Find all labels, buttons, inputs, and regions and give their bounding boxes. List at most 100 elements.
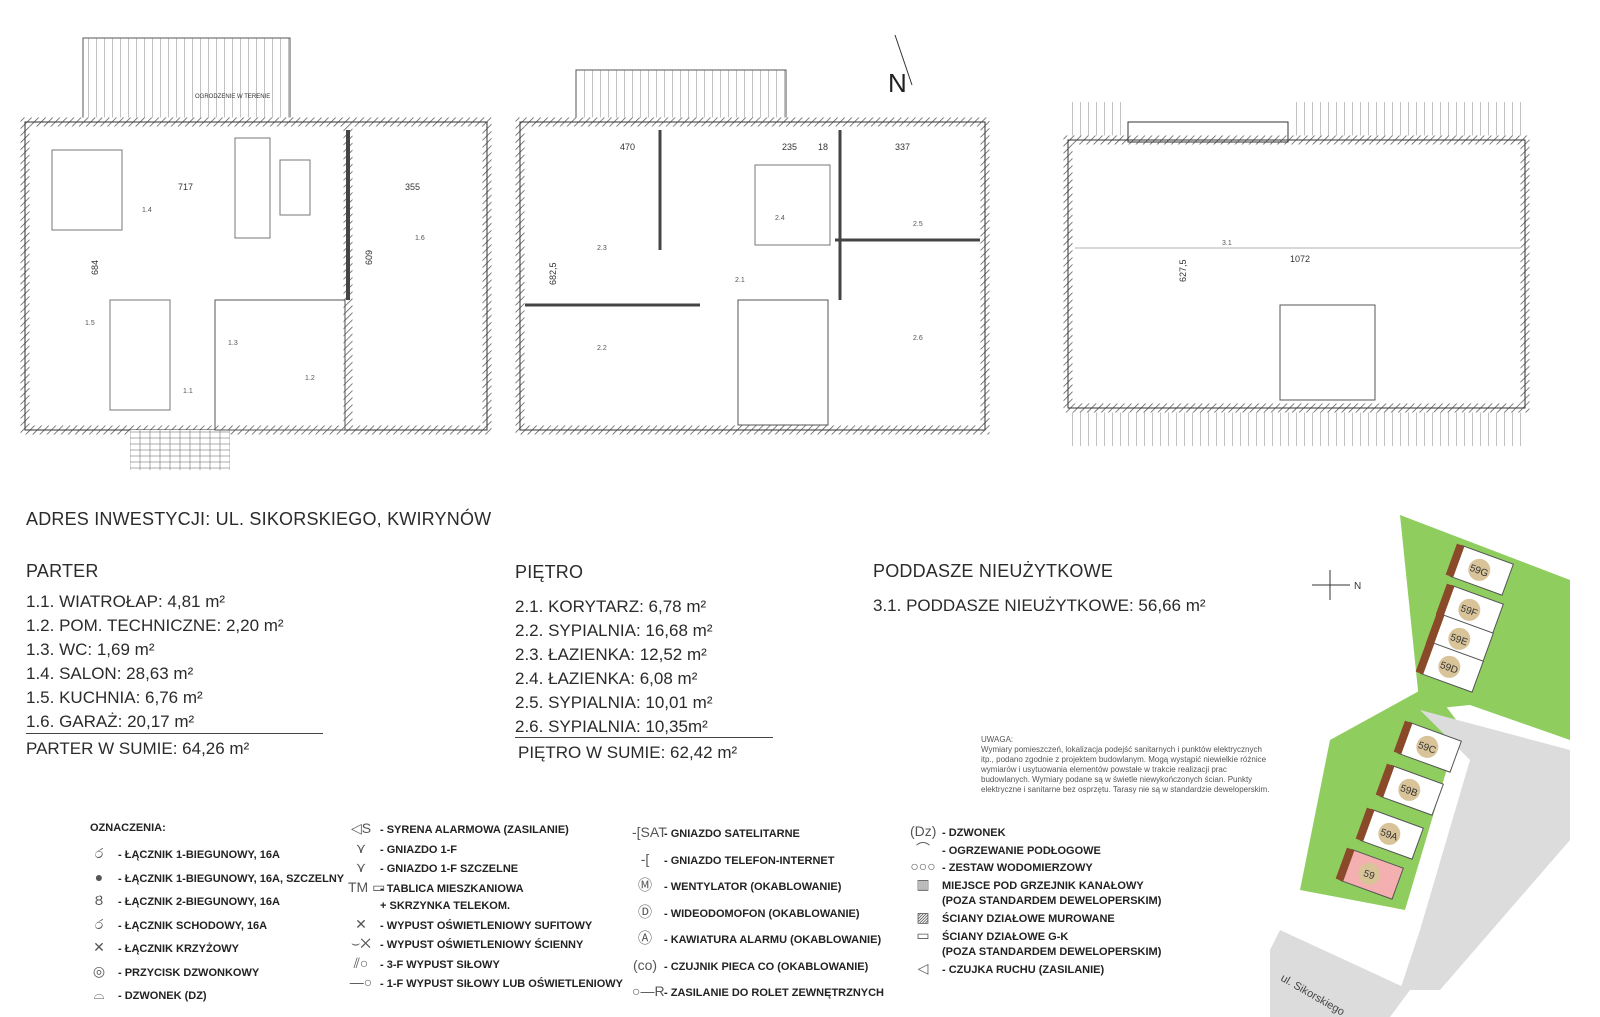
svg-text:1.2: 1.2 xyxy=(305,375,315,382)
svg-text:18: 18 xyxy=(818,142,828,152)
svg-text:1.4: 1.4 xyxy=(142,207,152,214)
legend-symbol-icon: ⌣✕ xyxy=(351,935,371,951)
room-item: 2.6. SYPIALNIA: 10,35m² xyxy=(515,717,708,736)
legend-label: - KAWIATURA ALARMU (OKABLOWANIE) xyxy=(664,934,882,946)
dim-label: 684 xyxy=(90,260,100,275)
legend-item: ◁S- SYRENA ALARMOWA (ZASILANIE) xyxy=(348,820,623,840)
note: UWAGA: Wymiary pomieszczeń, lokalizacja … xyxy=(981,735,1271,795)
room-item: 3.1. PODDASZE NIEUŻYTKOWE: 56,66 m² xyxy=(873,596,1206,615)
legend-item: ○○○- ZESTAW WODOMIERZOWY xyxy=(910,859,1161,877)
pietro-total: PIĘTRO W SUMIE: 62,42 m² xyxy=(518,743,738,762)
legend-symbol-icon: ⋎ xyxy=(355,859,367,875)
legend-symbol-icon: ✕ xyxy=(93,939,105,955)
legend-label: - DZWONEK (DZ) xyxy=(118,990,207,1002)
legend-symbol-icon: Ȣ xyxy=(94,892,104,908)
sofa xyxy=(234,137,271,239)
room-item: 1.5. KUCHNIA: 6,76 m² xyxy=(26,688,203,707)
site-unit: 59C xyxy=(1393,720,1462,773)
legend-symbol-icon: ▭ xyxy=(916,926,930,943)
room-item: 2.5. SYPIALNIA: 10,01 m² xyxy=(515,693,713,712)
legend-item: ● - ŁĄCZNIK 1-BIEGUNOWY, 16A, SZCZELNY xyxy=(86,867,344,891)
legend-item: ⋎ - GNIAZDO 1-F xyxy=(348,840,623,860)
legend-label: - ŁĄCZNIK SCHODOWY, 16A xyxy=(118,919,268,932)
legend-symbol-icon: Ⓓ xyxy=(638,903,652,920)
legend-item: (Dz)- DZWONEK xyxy=(910,823,1161,842)
balcony xyxy=(575,69,787,125)
site-unit-label: 59 xyxy=(1362,868,1377,882)
site-unit: 59D xyxy=(1415,640,1484,693)
legend-item: -[SAT- GNIAZDO SATELITARNE xyxy=(632,820,884,847)
legend-item: ◎- PRZYCISK DZWONKOWY xyxy=(86,961,344,985)
legend-symbol-icon: ○—R xyxy=(632,983,665,999)
legend-label: - ZESTAW WODOMIERZOWY xyxy=(942,862,1093,875)
svg-text:1072: 1072 xyxy=(1290,254,1310,264)
room-item: 1.1. WIATROŁAP: 4,81 m² xyxy=(26,592,226,611)
svg-text:2.4: 2.4 xyxy=(775,215,785,222)
legend-symbol-icon: (co) xyxy=(632,956,658,973)
note-text: Wymiary pomieszczeń, lokalizacja podejść… xyxy=(981,745,1270,794)
room-item: 1.2. POM. TECHNICZNE: 2,20 m² xyxy=(26,616,284,635)
site-unit: 59G xyxy=(1445,543,1514,596)
svg-text:2.3: 2.3 xyxy=(597,245,607,252)
dim-label: 355 xyxy=(405,182,420,192)
legend-item: (POZA STANDARDEM DEWELOPERSKIM) xyxy=(910,894,1161,910)
legend-label: - CZUJKA RUCHU (ZASILANIE) xyxy=(942,963,1105,976)
room-item: 1.4. SALON: 28,63 m² xyxy=(26,664,194,683)
svg-text:2.6: 2.6 xyxy=(913,335,923,342)
legend-label: + SKRZYNKA TELEKOM. xyxy=(380,900,511,912)
legend-label: - ŁĄCZNIK KRZYŻOWY xyxy=(118,943,239,955)
site-plan: ul. Sikorskiego N 59G59F59E59D59C59B59A5… xyxy=(1270,515,1570,1017)
legend-symbol-icon: ⋎ xyxy=(355,839,367,856)
svg-text:1.6: 1.6 xyxy=(415,235,425,242)
room-item: 1.3. WC: 1,69 m² xyxy=(26,640,155,659)
room-item: 2.1. KORYTARZ: 6,78 m² xyxy=(515,597,707,616)
svg-text:2.2: 2.2 xyxy=(597,345,607,352)
legend-item: ⌓ - DZWONEK (DZ) xyxy=(86,984,344,1008)
legend-item: ⌒- OGRZEWANIE PODŁOGOWE xyxy=(910,841,1161,860)
room-item: 2.3. ŁAZIENKA: 12,52 m² xyxy=(515,645,707,664)
legend-label: - ZASILANIE DO ROLET ZEWNĘTRZNYCH xyxy=(664,987,884,999)
site-road xyxy=(1400,710,1570,990)
first-floor-plan: 470 235 18 337 682,5 2.1 2.2 2.3 2.4 2.5… xyxy=(515,34,990,435)
legend-item: —○- 1-F WYPUST SIŁOWY LUB OŚWIETLENIOWY xyxy=(348,974,623,994)
legend-item: Ȣ- ŁĄCZNIK 2-BIEGUNOWY, 16A xyxy=(86,890,344,914)
parter-room-list: 1.1. WIATROŁAP: 4,81 m² 1.2. POM. TECHNI… xyxy=(26,590,284,734)
legend-column-4: (Dz)- DZWONEK⌒- OGRZEWANIE PODŁOGOWE○○○-… xyxy=(910,823,1162,978)
legend-label: - WENTYLATOR (OKABLOWANIE) xyxy=(664,881,842,893)
investment-address: ADRES INWESTYCJI: UL. SIKORSKIEGO, KWIRY… xyxy=(26,509,492,529)
parter-total: PARTER W SUMIE: 64,26 m² xyxy=(26,739,250,758)
svg-text:1.1: 1.1 xyxy=(183,388,193,395)
svg-text:3.1: 3.1 xyxy=(1222,240,1232,247)
legend-label: - 1-F WYPUST SIŁOWY LUB OŚWIETLENIOWY xyxy=(380,978,624,990)
legend-item: ර- ŁĄCZNIK SCHODOWY, 16A xyxy=(86,914,344,938)
terrace-label: OGRODZENIE W TERENIE xyxy=(195,94,270,100)
north-arrow xyxy=(894,34,913,86)
legend-item: + SKRZYNKA TELEKOM. xyxy=(348,898,623,916)
ground-floor-plan: 717 355 684 609 OGRODZENIE W TERENIE 1.4… xyxy=(20,37,492,470)
legend-symbol-icon: ⌓ xyxy=(93,986,105,1002)
svg-text:337: 337 xyxy=(895,142,910,152)
legend-column-3: -[SAT- GNIAZDO SATELITARNE-[- GNIAZDO TE… xyxy=(632,820,884,1006)
legend-label: - GNIAZDO TELEFON-INTERNET xyxy=(664,854,835,867)
legend-label: - GNIAZDO 1-F xyxy=(380,843,457,856)
note-title: UWAGA: xyxy=(981,735,1014,744)
legend-label: - WYPUST OŚWIETLENIOWY SUFITOWY xyxy=(380,919,593,932)
legend-label: - TABLICA MIESZKANIOWA xyxy=(380,882,524,895)
parter-title: PARTER xyxy=(26,561,99,581)
legend-symbol-icon: ● xyxy=(94,868,104,885)
legend-item: ⫽○- 3-F WYPUST SIŁOWY xyxy=(348,955,623,975)
legend-label: (POZA STANDARDEM DEWELOPERSKIM) xyxy=(942,946,1162,959)
entrance-steps xyxy=(130,430,230,470)
legend-label: ŚCIANY DZIAŁOWE MUROWANE xyxy=(942,912,1115,925)
dim-label: 609 xyxy=(364,250,374,265)
legend-item: ▥MIEJSCE POD GRZEJNIK KANAŁOWY xyxy=(910,876,1161,895)
floor-plans: 717 355 684 609 OGRODZENIE W TERENIE 1.4… xyxy=(20,34,1530,470)
legend-symbol-icon: ▨ xyxy=(916,908,930,925)
legend-item: ✕- WYPUST OŚWIETLENIOWY SUFITOWY xyxy=(348,916,623,936)
legend-label: ŚCIANY DZIAŁOWE G-K xyxy=(942,930,1069,943)
legend-item: (co)- CZUJNIK PIECA CO (OKABLOWANIE) xyxy=(632,953,884,980)
legend-symbol-icon: Ⓜ xyxy=(638,877,652,893)
svg-text:682,5: 682,5 xyxy=(548,262,558,285)
legend-label: - ŁĄCZNIK 1-BIEGUNOWY, 16A, SZCZELNY xyxy=(118,872,345,885)
svg-text:1.5: 1.5 xyxy=(85,320,95,327)
